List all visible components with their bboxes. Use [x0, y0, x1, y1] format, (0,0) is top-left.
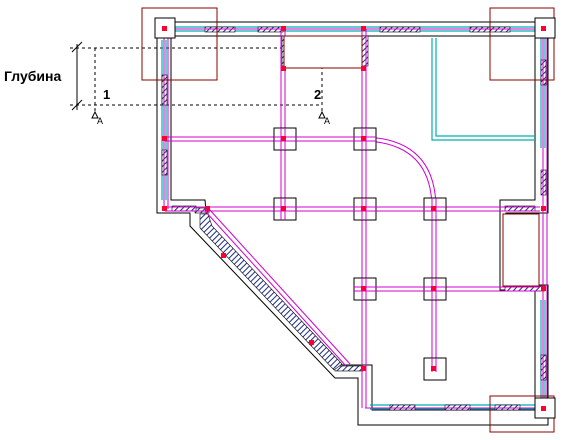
- node-a1: [281, 136, 286, 141]
- outer-contour: [156, 21, 549, 426]
- axis-h-2a: [165, 206, 540, 212]
- opening-top-right-corner: [489, 7, 555, 81]
- section-arrow-2: [318, 110, 326, 119]
- node-diag-b: [221, 253, 226, 258]
- column-pads: [154, 17, 556, 419]
- node-c2: [361, 286, 366, 291]
- arrow-glyph-1: A: [97, 116, 103, 126]
- node-tr: [541, 26, 546, 31]
- node-diag-c: [309, 340, 314, 345]
- insulation-right-bottom: [540, 300, 546, 405]
- arrow-glyph-2: A: [324, 116, 330, 126]
- axis-arc-outer: [365, 136, 437, 210]
- section-line-group: A A: [70, 41, 330, 126]
- node-a2: [361, 136, 366, 141]
- node-b3: [431, 206, 436, 211]
- depth-label: Глубина: [4, 68, 62, 84]
- axis-arc-inner: [365, 140, 433, 210]
- foundation-outline: [156, 21, 549, 426]
- node-c-right: [541, 286, 546, 291]
- opening-top-mid: [283, 35, 363, 69]
- inner-contour: [170, 35, 536, 411]
- depth-tick-bottom: [71, 99, 83, 111]
- node-diag-a: [205, 206, 210, 211]
- node-mid-v1: [281, 66, 286, 71]
- hatch-diagonal: [199, 213, 343, 371]
- node-b2: [361, 206, 366, 211]
- opening-top-left-corner: [141, 7, 218, 81]
- node-br: [541, 406, 546, 411]
- node-b1: [281, 206, 286, 211]
- node-markers: [162, 26, 546, 411]
- node-tl: [162, 26, 167, 31]
- node-left-b: [162, 206, 167, 211]
- hatch-bot-left: [334, 365, 364, 372]
- axis-v-left: [163, 29, 169, 209]
- node-c3: [431, 286, 436, 291]
- node-b-right: [541, 206, 546, 211]
- insulation-room-inner: [431, 38, 535, 141]
- opening-right-mid: [502, 213, 540, 287]
- section-arrow-1: [91, 110, 99, 119]
- node-mid-v2: [361, 66, 366, 71]
- axis-grid: [163, 28, 548, 409]
- axis-diagonal: [204, 208, 351, 367]
- depth-tick-top: [71, 41, 83, 53]
- node-top-1: [281, 26, 286, 31]
- insulation-right-top: [540, 30, 546, 148]
- node-top-2: [361, 26, 366, 31]
- node-bottom-2: [361, 366, 366, 371]
- axis-over-h: [274, 136, 446, 292]
- axis-v-right: [542, 29, 548, 408]
- axis-h-1a: [165, 136, 365, 142]
- section-mark-2: 2: [314, 87, 322, 102]
- node-d3: [431, 366, 436, 371]
- openings: [141, 7, 555, 433]
- node-left-a: [162, 136, 167, 141]
- hatch-col-b: [361, 35, 369, 67]
- section-mark-1: 1: [103, 87, 111, 102]
